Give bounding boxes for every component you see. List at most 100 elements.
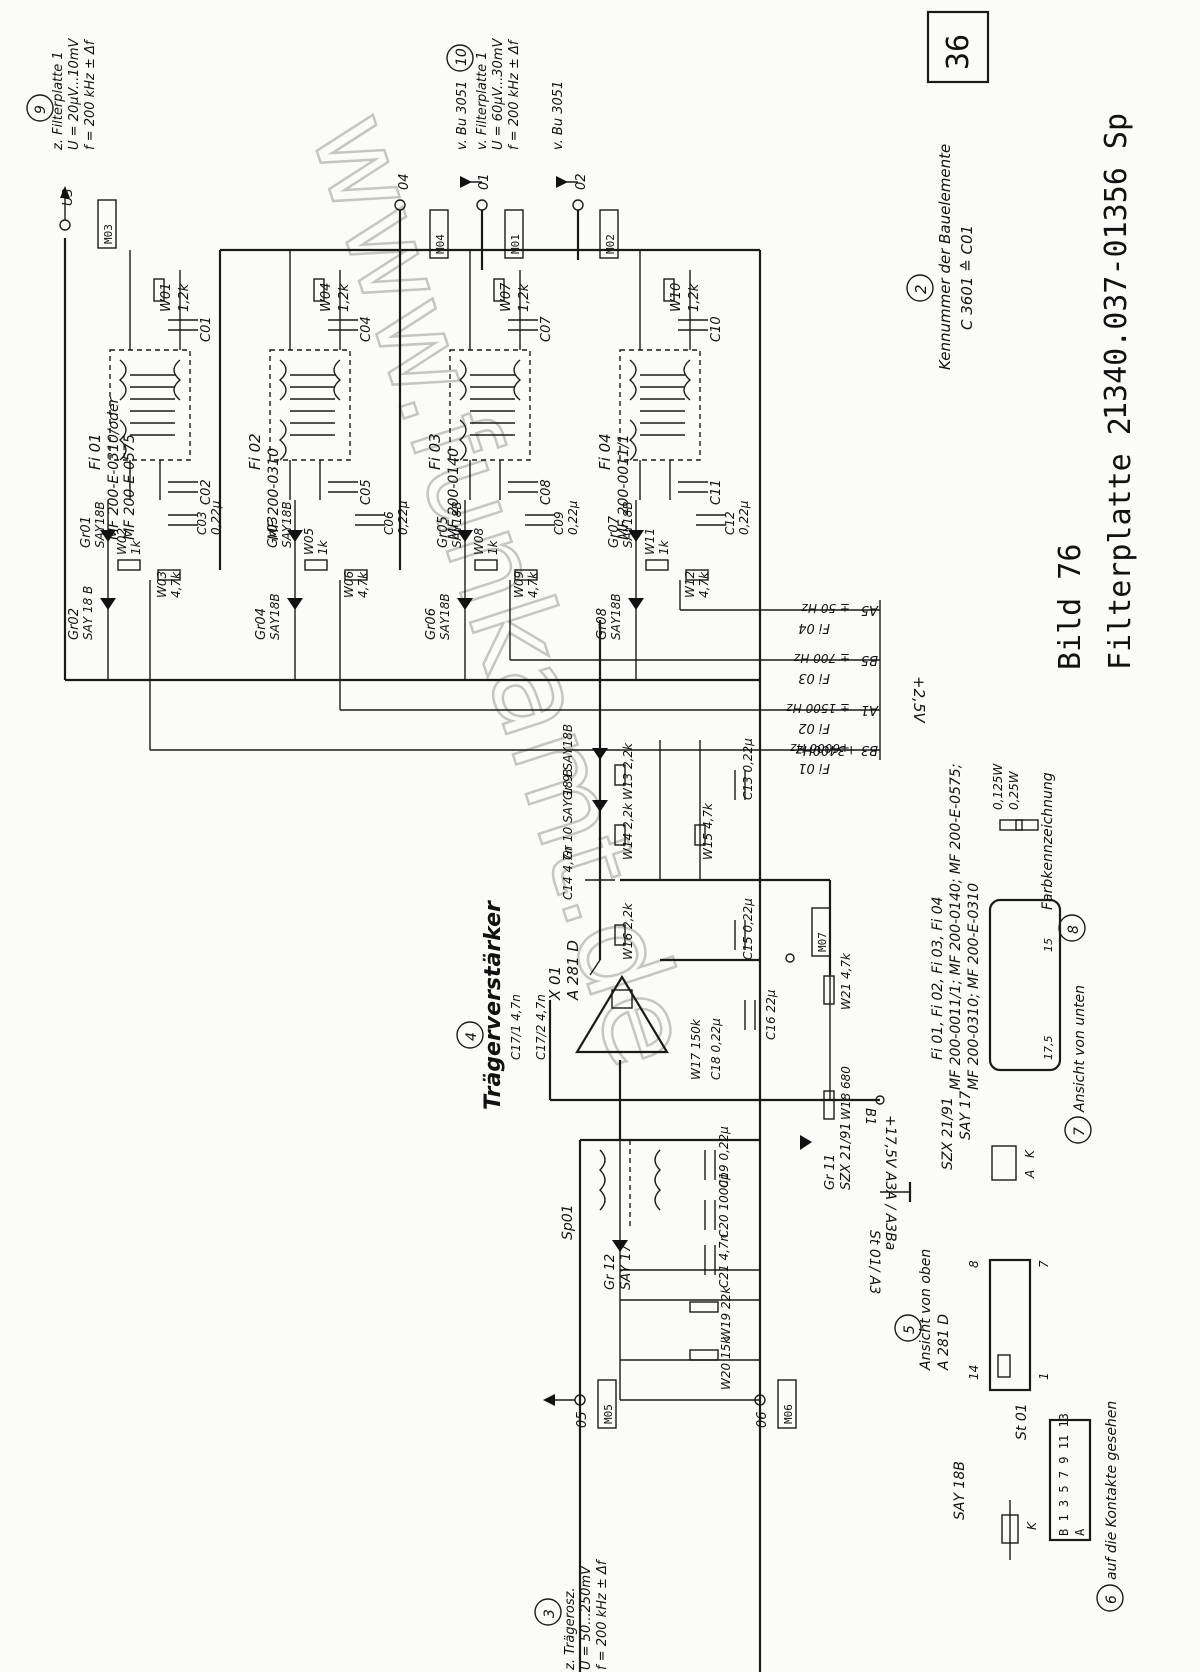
note-3-line2: U = 50...250mV xyxy=(579,1565,594,1670)
amp-part-label: Gr 9 SAY18B xyxy=(561,724,575,800)
port-04: 04 xyxy=(397,173,412,190)
filter-frame xyxy=(619,349,701,461)
note-9-line1: z. Filterplatte 1 xyxy=(51,51,66,151)
note-10-line3: f = 200 kHz ± Δf xyxy=(507,38,522,150)
amp-part-label: C17/2 4,7n xyxy=(534,994,548,1060)
filter-id: Fi 01 xyxy=(86,433,104,470)
port-01: 01 xyxy=(477,173,492,190)
port-01-ref: v. Bu 3051 xyxy=(455,81,470,150)
filter-id: Fi 04 xyxy=(596,433,614,470)
res-b-id: W03 xyxy=(155,571,169,598)
resistor-a xyxy=(645,559,669,571)
supply-b1: +17,5V A3A / A3Ba B1 xyxy=(830,1095,898,1250)
amp-part-label: C14 4,7n xyxy=(561,846,575,900)
diode-1 xyxy=(457,530,473,542)
diode-2-id: Gr02 xyxy=(67,608,82,640)
diode-1-id: Gr01 xyxy=(79,516,94,548)
carrier-amplifier: M07 Trägerverstärker 4 X 01 A 281 D Gr 9… xyxy=(456,620,880,1140)
svg-text:1: 1 xyxy=(1037,1372,1051,1380)
filter-resistor xyxy=(493,278,505,302)
control-freq: +6000 Hz xyxy=(790,741,850,755)
diode-2-id: Gr06 xyxy=(424,608,439,640)
a281-type: A 281 D xyxy=(936,1314,952,1371)
figure-subtitle: Filterplatte 2 xyxy=(1103,417,1138,670)
note-10-line1: v. Filterplatte 1 xyxy=(475,52,490,150)
filters-line2: MF 200-0011/1; MF 200-0140; MF 200-E-057… xyxy=(948,763,964,1090)
filter-coil xyxy=(278,359,287,401)
resistor-b xyxy=(157,569,181,581)
busses xyxy=(63,210,762,1672)
amp-part-label: C16 22µ xyxy=(764,989,778,1040)
amp-part-label: W14 2,2k xyxy=(621,802,635,860)
control-pin: A1 xyxy=(861,702,879,717)
a281-view: Ansicht von oben xyxy=(918,1249,934,1371)
legend-line-2: C 3601 ≙ C01 xyxy=(958,225,976,330)
diode-1-type: SAY18B xyxy=(93,501,107,548)
pinouts: 5 Ansicht von oben A 281 D 14 8 1 7 SZX … xyxy=(894,763,1124,1612)
filter-frame xyxy=(449,349,531,461)
port-05: 05 xyxy=(575,1411,590,1428)
gr12-label: Gr 12 xyxy=(603,1254,618,1290)
osc-part-label: C21 4,7n xyxy=(717,1234,731,1288)
amp-part-label: C13 0,22µ xyxy=(741,738,755,800)
mark-m05: M05 xyxy=(602,1404,615,1424)
control-pin: B5 xyxy=(861,652,878,667)
diode-2-type: SAY18B xyxy=(609,593,623,640)
filter-coil xyxy=(628,419,637,461)
a281-package xyxy=(988,1258,1032,1392)
diode-1-type: SAY18B xyxy=(621,501,635,548)
filter-coil xyxy=(118,419,127,461)
amp-part-label: Gr 10 SAY 18 B xyxy=(561,769,575,860)
filter-cap-a: C07 xyxy=(539,316,554,342)
mark-m06: M06 xyxy=(782,1404,795,1424)
cap-val: 0,22µ xyxy=(566,500,580,535)
filter-res: W07 xyxy=(499,282,514,312)
filter-frame xyxy=(109,349,191,461)
top-ports: U3 M03 9 z. Filterplatte 1 U = 20µV...10… xyxy=(26,38,619,600)
diode-2 xyxy=(287,598,303,610)
control-pin: B3 +3400Hz xyxy=(795,742,878,757)
diode-1-type: SAY18B xyxy=(450,501,464,548)
st01-circle: 6 xyxy=(1104,1595,1120,1604)
filter-package xyxy=(988,898,1062,1072)
note-3-line1: z. Trägerosz. xyxy=(563,1587,578,1671)
svg-text:17,5: 17,5 xyxy=(1042,1036,1055,1061)
osc-part-label: C20 1000p xyxy=(717,1172,731,1238)
figure-number: Bild 76 xyxy=(1053,544,1088,670)
note-9-line3: f = 200 kHz ± Δf xyxy=(83,38,98,150)
note-10-number: 10 xyxy=(454,48,470,66)
filter-coil xyxy=(513,359,522,401)
res-a-id: W11 xyxy=(643,528,657,555)
legend-marker-number: 2 xyxy=(912,284,930,294)
supply-b1-pin: B1 xyxy=(862,1108,877,1125)
svg-text:B 1 3 5 7 9 11 13: B 1 3 5 7 9 11 13 xyxy=(1057,1413,1071,1536)
diode-1 xyxy=(100,530,116,542)
filter-cap-a: C04 xyxy=(359,316,374,342)
port-06: 06 xyxy=(755,1411,770,1428)
filter-coil xyxy=(278,419,287,461)
resistor-b xyxy=(514,569,538,581)
resistor-a xyxy=(117,559,141,571)
res-a-val: 1k xyxy=(316,539,330,555)
cap-id: C03 xyxy=(195,511,209,535)
cap-id: C09 xyxy=(552,511,566,535)
control-pin: A5 xyxy=(861,602,879,617)
amp-title: Trägerverstärker xyxy=(481,900,506,1110)
diode-2-id: Gr08 xyxy=(595,608,610,640)
cap-val: 0,22µ xyxy=(737,500,751,535)
filters-line3: MF 200-0310; MF 200-E-0310 xyxy=(966,883,982,1090)
szx-caption: Ansicht von unten xyxy=(1072,985,1088,1113)
svg-text:A: A xyxy=(1073,1528,1087,1536)
filter-cap-b: C05 xyxy=(359,479,374,505)
diode-2 xyxy=(100,598,116,610)
filter-type: MF 200-0140 xyxy=(446,448,462,540)
resistor-a xyxy=(474,559,498,571)
cap-id: C06 xyxy=(382,511,396,535)
diode-2-type: SAY18B xyxy=(438,593,452,640)
filter-cap-a: C10 xyxy=(709,316,724,342)
